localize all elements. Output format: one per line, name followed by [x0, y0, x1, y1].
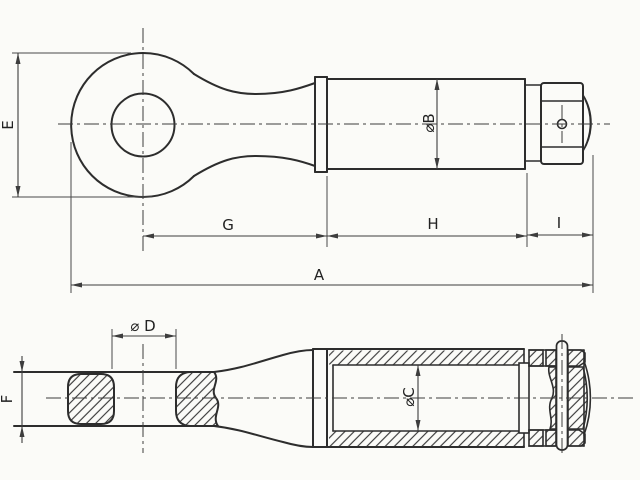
dimensions-section: ⌀ D F ⌀C: [0, 317, 421, 443]
neck-bottom-curve: [193, 155, 316, 177]
tube-wall-top-hatch: [329, 350, 524, 365]
nut-section: [528, 349, 592, 447]
neck-top-curve: [193, 73, 316, 95]
centerlines-side: [58, 28, 610, 252]
dim-label-h: H: [427, 215, 438, 233]
ring-section-left: [67, 373, 115, 425]
tube-wall-bottom-hatch: [329, 431, 524, 446]
cone-bottom-edge: [213, 425, 314, 448]
dim-label-dia-b: ⌀B: [420, 113, 438, 132]
side-view: E ⌀B G H I A: [0, 28, 610, 293]
section-view: ⌀ D F ⌀C: [0, 317, 634, 456]
cone-top-edge: [213, 349, 314, 373]
shank: [326, 78, 526, 170]
washer: [524, 84, 542, 162]
dome-cap-section: [583, 360, 592, 436]
tube-section: [326, 348, 525, 448]
eye-outer-profile: [70, 52, 195, 198]
dim-label-dia-d: ⌀ D: [130, 317, 155, 335]
dim-label-e: E: [0, 120, 17, 129]
eye-ring-silhouette: [13, 371, 215, 427]
centerlines-section: [46, 334, 634, 456]
dimensions-side: E ⌀B G H I A: [0, 52, 594, 293]
ring-section-right: [175, 371, 220, 427]
dim-label-dia-c: ⌀C: [400, 387, 418, 407]
dim-label-a: A: [314, 266, 325, 284]
dim-label-g: G: [222, 216, 234, 234]
dim-label-f: F: [0, 395, 16, 404]
dim-label-i: I: [557, 214, 561, 232]
